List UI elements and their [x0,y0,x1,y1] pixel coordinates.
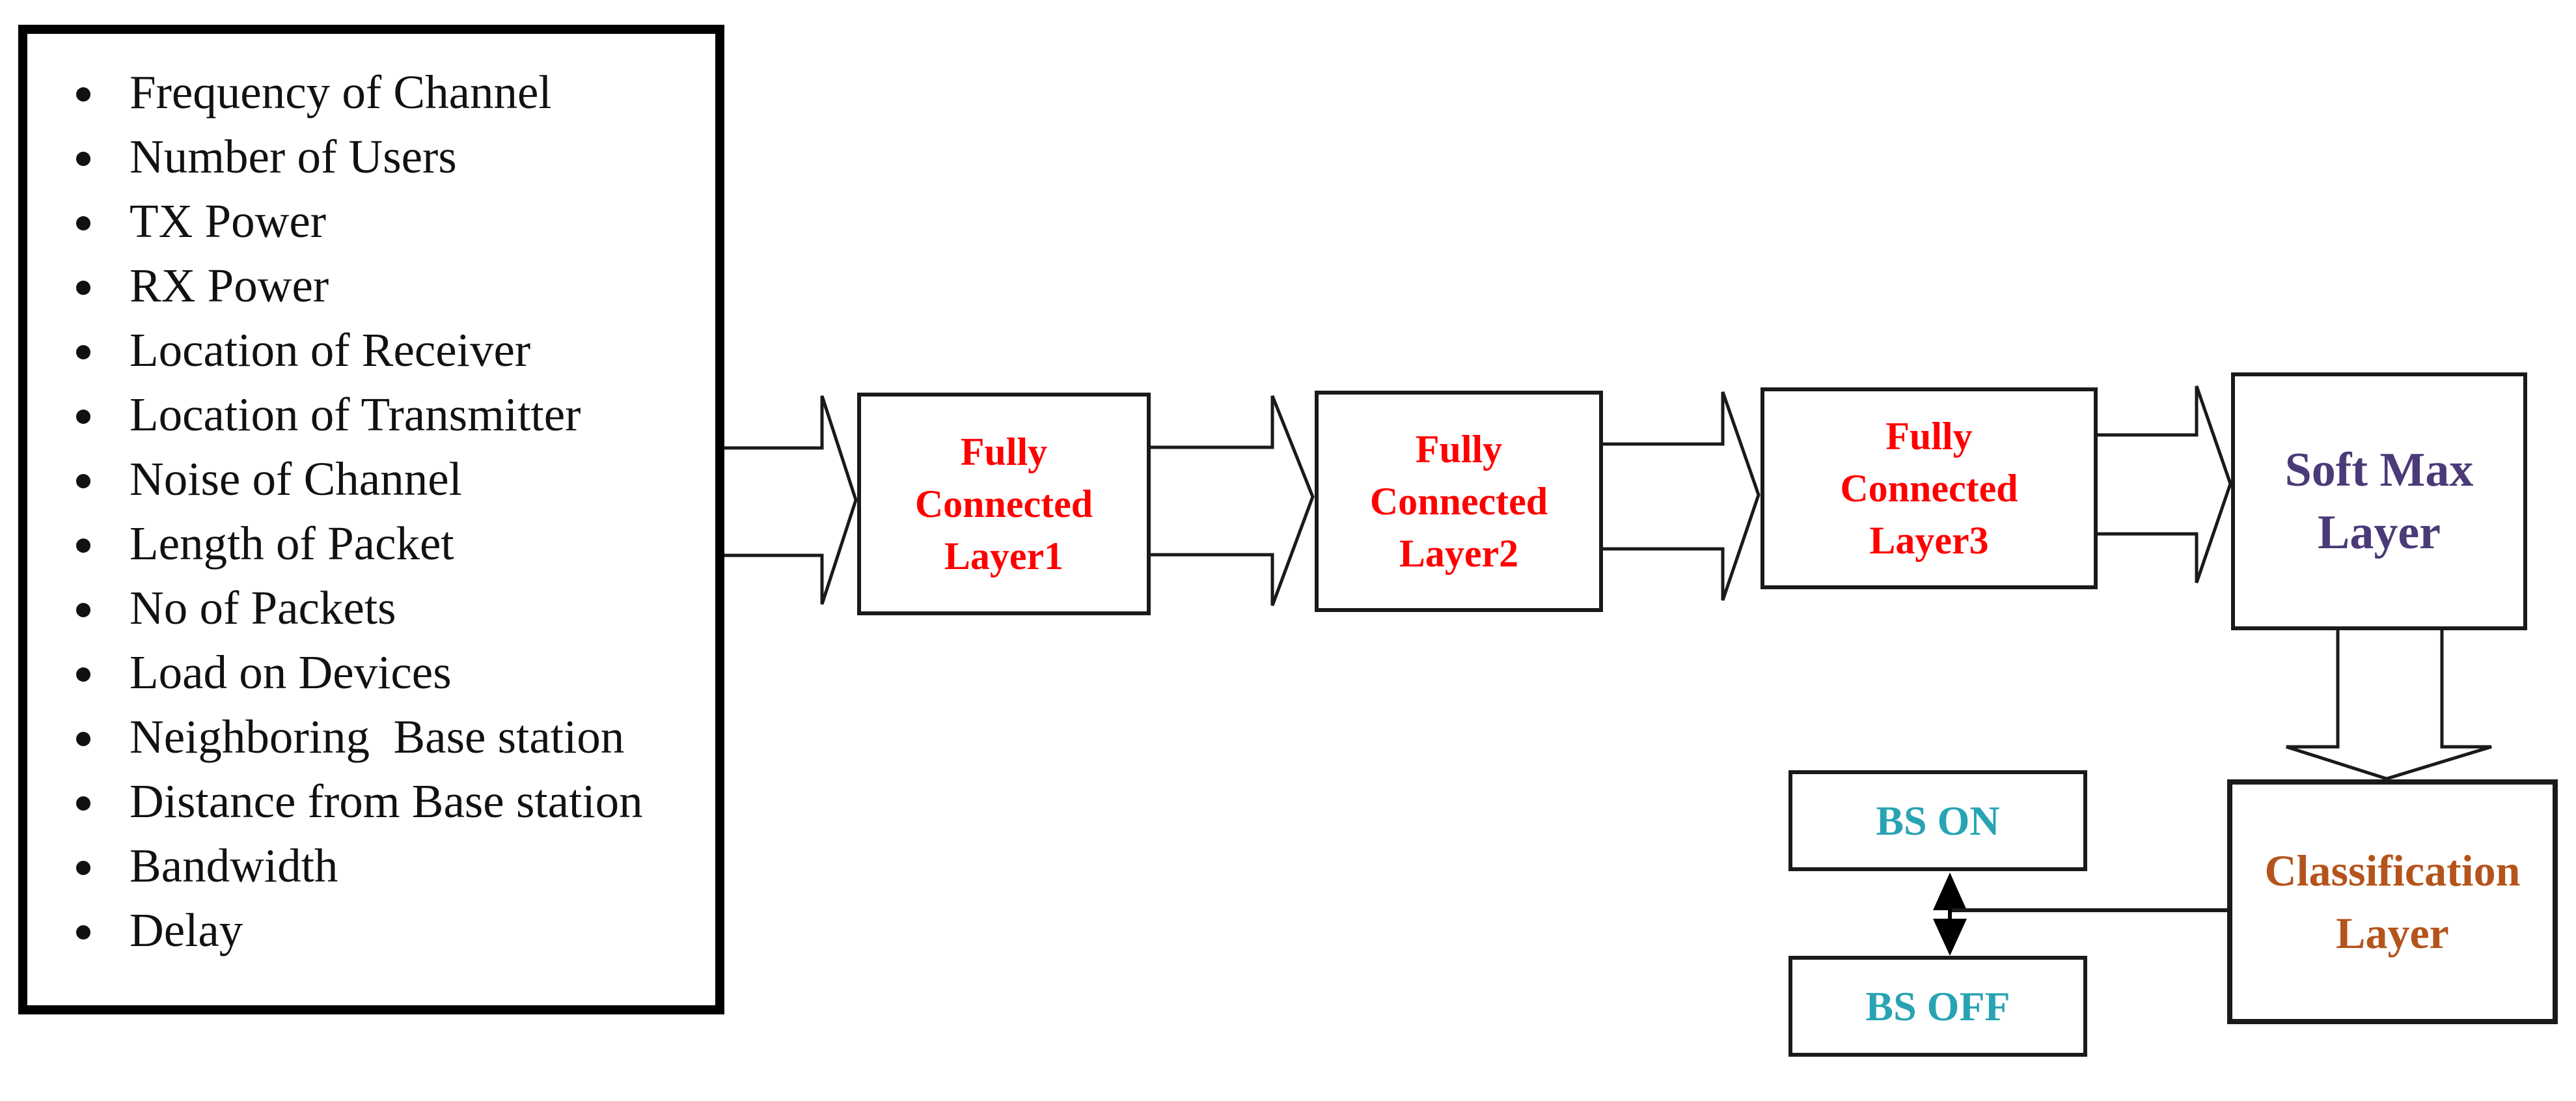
input-to-fc1-arrow-icon [722,395,858,605]
input-feature-item: Number of Users [109,124,679,189]
bs-on-label: BS ON [1876,797,2000,844]
input-features-box: Frequency of ChannelNumber of UsersTX Po… [18,25,724,1014]
input-feature-item: RX Power [109,253,679,318]
fully-connected-layer3-label: Fully Connected Layer3 [1840,415,2018,562]
node-bs-on: BS ON [1788,770,2087,871]
softmax-to-classification-arrow-icon [2286,628,2492,781]
fc1-to-fc2-arrow-icon [1149,395,1315,606]
input-feature-item: Noise of Channel [109,447,679,511]
classification-layer-label: Classification Layer [2264,846,2521,958]
node-bs-off: BS OFF [1788,956,2087,1057]
input-feature-item: TX Power [109,189,679,253]
input-feature-item: Neighboring Base station [109,704,679,769]
bs-off-label: BS OFF [1865,983,2010,1029]
input-feature-item: Length of Packet [109,511,679,576]
input-feature-item: Load on Devices [109,640,679,704]
node-softmax-layer: Soft Max Layer [2231,372,2527,630]
node-fully-connected-layer2: Fully Connected Layer2 [1315,391,1603,612]
fully-connected-layer1-label: Fully Connected Layer1 [914,430,1093,578]
softmax-layer-label: Soft Max Layer [2284,443,2474,559]
input-feature-item: Location of Receiver [109,318,679,382]
input-feature-item: Distance from Base station [109,769,679,833]
bs-on-bs-off-double-arrow-icon [1933,872,1967,956]
input-features-list: Frequency of ChannelNumber of UsersTX Po… [27,60,715,962]
input-feature-item: Delay [109,898,679,962]
input-feature-item: Bandwidth [109,833,679,898]
input-feature-item: Frequency of Channel [109,60,679,124]
fc2-to-fc3-arrow-icon [1601,391,1761,601]
node-classification-layer: Classification Layer [2227,779,2558,1024]
fully-connected-layer2-label: Fully Connected Layer2 [1369,428,1548,575]
input-feature-item: Location of Transmitter [109,382,679,447]
input-feature-item: No of Packets [109,576,679,640]
fc3-to-softmax-arrow-icon [2096,385,2232,583]
node-fully-connected-layer3: Fully Connected Layer3 [1761,387,2098,589]
node-fully-connected-layer1: Fully Connected Layer1 [857,393,1151,615]
